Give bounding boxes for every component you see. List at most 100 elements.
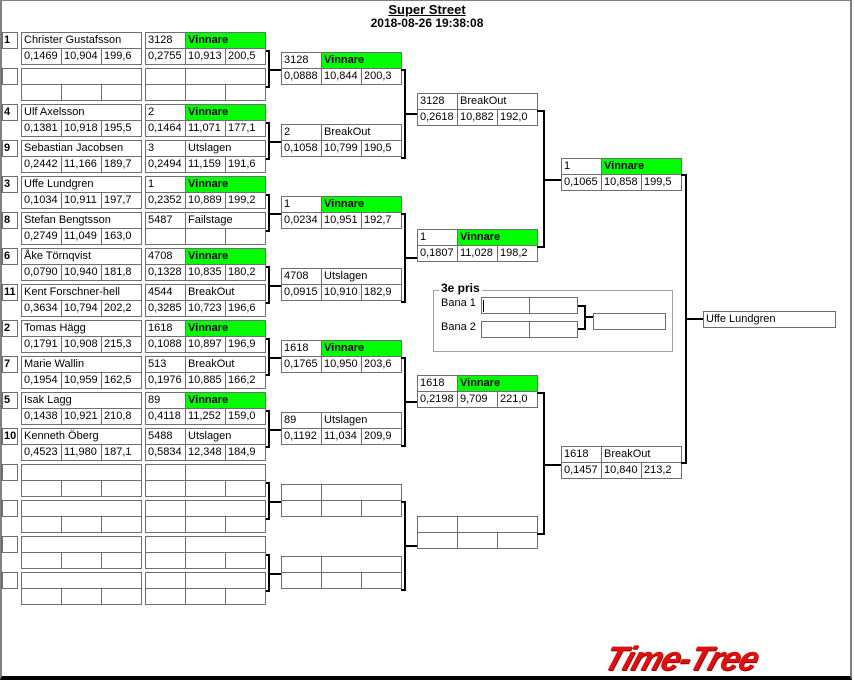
bracket-connector (269, 285, 281, 287)
lane1-input-b[interactable] (529, 297, 578, 314)
r2-match-id: 4708 (281, 268, 322, 285)
car-number (145, 572, 186, 589)
driver-name[interactable]: Sebastian Jacobsen (21, 140, 142, 157)
car-number: 5488 (145, 428, 186, 445)
r2-match-id (281, 484, 322, 501)
reaction-time (21, 516, 62, 533)
car-number (145, 68, 186, 85)
result-status: Vinnare (185, 176, 266, 193)
lane2-input-b[interactable] (529, 321, 578, 338)
r3-match-id (417, 516, 458, 533)
r3-match-id: 1 (417, 229, 458, 246)
r2-match-reaction-time (281, 572, 322, 589)
r4-match-elapsed-time: 10,840 (601, 462, 642, 479)
reaction-time-2: 0,1088 (145, 336, 186, 353)
elapsed-time (61, 552, 102, 569)
bracket-connector (544, 179, 561, 181)
result-status (185, 500, 266, 517)
r2-match-status: Utslagen (321, 412, 402, 429)
r2-match-elapsed-time (321, 572, 362, 589)
bracket-connector (401, 301, 406, 303)
r4-match-reaction-time: 0,1457 (561, 462, 602, 479)
seed-number: 11 (1, 284, 18, 301)
driver-name[interactable]: Stefan Bengtsson (21, 212, 142, 229)
r3-match-speed: 221,0 (497, 391, 538, 408)
seed-number (1, 464, 18, 481)
trap-speed (101, 516, 142, 533)
driver-name[interactable]: Marie Wallin (21, 356, 142, 373)
elapsed-time-2 (185, 480, 226, 497)
driver-name[interactable]: Christer Gustafsson (21, 32, 142, 49)
driver-name[interactable] (21, 536, 142, 553)
page-title: Super Street (388, 2, 466, 17)
elapsed-time-2: 10,913 (185, 48, 226, 65)
trap-speed-2: 159,0 (225, 408, 266, 425)
driver-name[interactable] (21, 464, 142, 481)
trap-speed-2: 191,6 (225, 156, 266, 173)
reaction-time-2: 0,2755 (145, 48, 186, 65)
driver-name[interactable] (21, 68, 142, 85)
trap-speed-2 (225, 588, 266, 605)
elapsed-time: 10,921 (61, 408, 102, 425)
r3-match-speed (497, 532, 538, 549)
elapsed-time: 10,911 (61, 192, 102, 209)
elapsed-time-2: 11,071 (185, 120, 226, 137)
result-status: Vinnare (185, 392, 266, 409)
driver-name[interactable]: Kent Forschner-hell (21, 284, 142, 301)
elapsed-time: 11,049 (61, 228, 102, 245)
r2-match-id: 3128 (281, 52, 322, 69)
r3-match-elapsed-time (457, 532, 498, 549)
r2-match-reaction-time: 0,1765 (281, 356, 322, 373)
result-status: Vinnare (185, 104, 266, 121)
r3-match-id: 3128 (417, 93, 458, 110)
r3-match-reaction-time (417, 532, 458, 549)
driver-name[interactable]: Isak Lagg (21, 392, 142, 409)
car-number: 4708 (145, 248, 186, 265)
driver-name[interactable]: Kenneth Öberg (21, 428, 142, 445)
reaction-time-2 (145, 552, 186, 569)
r2-match-speed: 200,3 (361, 68, 402, 85)
driver-name[interactable]: Ulf Axelsson (21, 104, 142, 121)
reaction-time-2: 0,1464 (145, 120, 186, 137)
reaction-time: 0,0790 (21, 264, 62, 281)
r2-match-speed: 203,6 (361, 356, 402, 373)
reaction-time: 0,2442 (21, 156, 62, 173)
r4-match-speed: 213,2 (641, 462, 682, 479)
trap-speed-2: 180,2 (225, 264, 266, 281)
r3-match-status: Vinnare (457, 375, 538, 392)
driver-name[interactable]: Uffe Lundgren (21, 176, 142, 193)
r4-match-id: 1 (561, 158, 602, 175)
result-status: Vinnare (185, 248, 266, 265)
r3-match-status: BreakOut (457, 93, 538, 110)
r2-match-reaction-time: 0,0234 (281, 212, 322, 229)
bracket-connector (544, 464, 561, 466)
elapsed-time: 11,980 (61, 444, 102, 461)
lane2-input-a[interactable] (481, 321, 530, 338)
driver-name[interactable] (21, 572, 142, 589)
r2-match-elapsed-time: 11,034 (321, 428, 362, 445)
lane1-input-a[interactable] (481, 297, 530, 314)
third-place-result[interactable] (593, 313, 666, 330)
r4-match-elapsed-time: 10,858 (601, 174, 642, 191)
driver-name[interactable]: Tomas Hägg (21, 320, 142, 337)
trap-speed-2: 196,6 (225, 300, 266, 317)
reaction-time (21, 552, 62, 569)
r2-match-elapsed-time (321, 500, 362, 517)
bracket-connector (401, 445, 406, 447)
bracket-connector (537, 110, 545, 112)
elapsed-time-2: 10,835 (185, 264, 226, 281)
driver-name[interactable]: Åke Törnqvist (21, 248, 142, 265)
elapsed-time-2: 10,889 (185, 192, 226, 209)
seed-number: 9 (1, 140, 18, 157)
result-status: Vinnare (185, 32, 266, 49)
r2-match-status: Vinnare (321, 52, 402, 69)
seed-number: 7 (1, 356, 18, 373)
r3-match-reaction-time: 0,2618 (417, 109, 458, 126)
third-place-title: 3e pris (439, 281, 482, 295)
trap-speed: 163,0 (101, 228, 142, 245)
r4-match-id: 1618 (561, 446, 602, 463)
elapsed-time (61, 480, 102, 497)
r2-match-status: Vinnare (321, 196, 402, 213)
car-number: 4544 (145, 284, 186, 301)
driver-name[interactable] (21, 500, 142, 517)
